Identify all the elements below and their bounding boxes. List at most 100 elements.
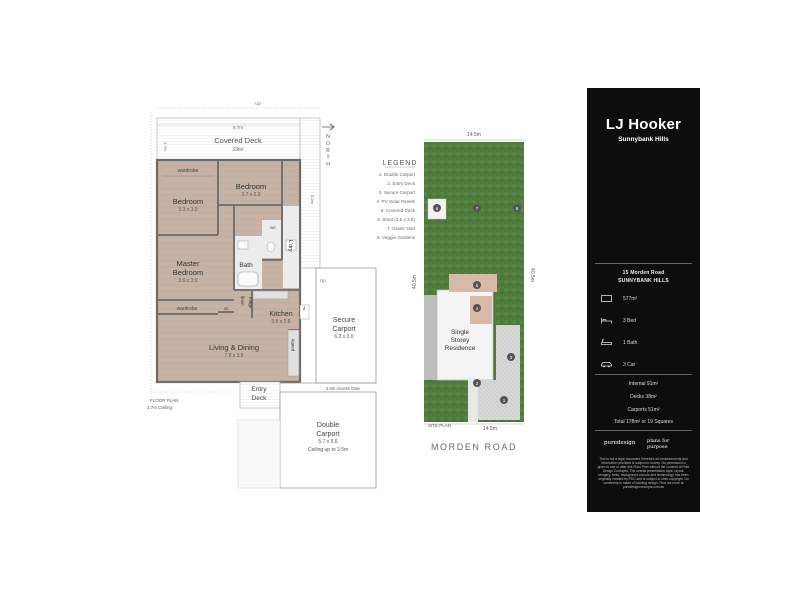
area-carports: Carports 51m² [627,407,660,413]
legend-item-4: 4. PV Solar Panels [376,199,415,204]
carport-up-label: Up [320,278,326,283]
covered-deck-label: Covered Deck [214,136,262,145]
feature-bed-value: 3 Bed [623,318,637,324]
bedroom3-size: 3.3 x 3.0 [178,207,197,213]
legend-item-8: 8. Veggie Gardens [377,235,416,240]
floor-plan-ceiling: 2.7m Ceiling [147,405,173,410]
legend-item-6: 6. Shed (3.5 x 3.5) [377,217,415,222]
panel-divider-top [595,263,692,264]
site-marker-4: 4 [473,304,481,312]
master-name2: Bedroom [173,268,203,277]
pantry-box [287,329,300,377]
bedroom2-size: 3.7 x 2.9 [241,192,260,198]
bed-icon [601,318,612,324]
bedroom2-name: Bedroom [236,182,266,191]
deck-up-label: Up [255,101,261,106]
wir-label: st [224,306,228,311]
wardrobe-bottom-label: wardrobe [177,306,198,312]
svg-text:8: 8 [516,206,519,211]
living-size: 7.8 x 3.6 [224,353,243,359]
site-marker-6: 6 [433,204,441,212]
site-marker-2: 2 [473,379,481,387]
kitchen-name: Kitchen [269,311,292,318]
master-name1: Master [177,259,200,268]
svg-text:4: 4 [476,306,479,311]
double-carport [279,391,377,489]
secure-carport [315,267,377,384]
residence-label-1: Single [451,329,469,336]
feature-bath: 1 Bath [601,338,687,348]
north-letter-h: H [326,162,330,168]
svg-text:5: 5 [476,283,479,288]
pantry-label: pantry [290,338,295,351]
panel-divider-mid [595,374,692,375]
ensuite-wc [262,220,281,258]
wardrobe-top-label: wardrobe [178,168,199,174]
north-letter-r: R [326,148,330,154]
land-size-icon [601,295,612,302]
master-size: 3.6 x 3.0 [178,278,197,284]
site-plan-caption: SITE PLAN [428,423,451,428]
logo-line-1: plans for [647,438,670,444]
feature-bath-value: 1 Bath [623,340,638,346]
entry-path [237,419,281,489]
site-marker-7: 7 [473,204,481,212]
deck-width-dim: 6.7m [233,125,243,130]
covered-deck-area: 33m² [232,147,244,153]
bedroom3-name: Bedroom [173,197,203,206]
legend: LEGEND 1. Double Carport 2. Entry Deck 3… [376,160,418,240]
site-entry [468,378,478,422]
north-letter-n: N [326,134,330,140]
road-label: MORDEN ROAD [431,442,517,452]
feature-car-value: 3 Car [623,362,636,368]
site-driveway [424,295,437,380]
double-carport-ceiling: Ceiling up to 3.5m [308,447,348,453]
north-letter-o: O [326,141,330,147]
site-left-dim: 40.5m [412,275,418,289]
kitchen-size: 3.6 x 2.8 [271,319,290,325]
address-line-2: SUNNYBANK HILLS [618,278,669,284]
svg-text:7: 7 [476,206,479,211]
double-carport-name2: Carport [316,431,339,438]
living-name: Living & Dining [209,343,259,352]
fridge-label: fridge [248,297,253,309]
feature-car: 3 Car [601,360,687,370]
site-secure-carport [496,325,520,381]
site-marker-1: 1 [500,396,508,404]
double-carport-size: 5.7 x 5.6 [318,439,337,445]
disclaimer-text: This is not a legal document therefore a… [597,457,690,489]
wc-label: wc [270,225,276,230]
secure-carport-name1: Secure [333,317,355,324]
site-bottom-dim: 14.5m [483,426,497,432]
legend-item-3: 3. Secure Carport [379,190,416,195]
svg-text:3: 3 [510,355,513,360]
brand-name: LJ Hooker [605,116,682,133]
legend-title: LEGEND [383,160,418,167]
residence-label-2: Storey [451,337,471,344]
legend-item-1: 1. Double Carport [379,172,416,177]
entry-deck [239,381,281,409]
car-icon [601,362,612,368]
plans-for-purpose-logo: plans for purpose [647,438,669,450]
legend-item-7: 7. Grass Yard [387,226,415,231]
site-marker-3: 3 [507,353,515,361]
feature-land-value: 577m² [623,296,638,302]
kitchen-bench [252,290,289,300]
site-double-carport [478,380,520,420]
feature-land: 577m² [601,294,687,304]
site-plan: 14.5m Single Storey Residence 1 2 3 [412,132,535,452]
linen-label: linen [240,296,245,306]
legend-item-5: 5. Covered Deck [381,208,416,213]
legend-item-2: 2. Entry Deck [387,181,415,186]
residence-label-3: Residence [445,345,476,352]
address-line-1: 15 Morden Road [622,270,665,276]
site-right-dim: 40.5m [529,268,535,282]
area-internal: Internal 91m² [628,381,659,387]
deck-height-dim: 3.7m [163,142,168,152]
bath-label: Bath [239,262,253,269]
ldry-label: L'dry [287,240,293,252]
area-decks: Decks 38m² [630,394,657,400]
site-covered-deck [449,274,497,292]
site-marker-5: 5 [473,281,481,289]
